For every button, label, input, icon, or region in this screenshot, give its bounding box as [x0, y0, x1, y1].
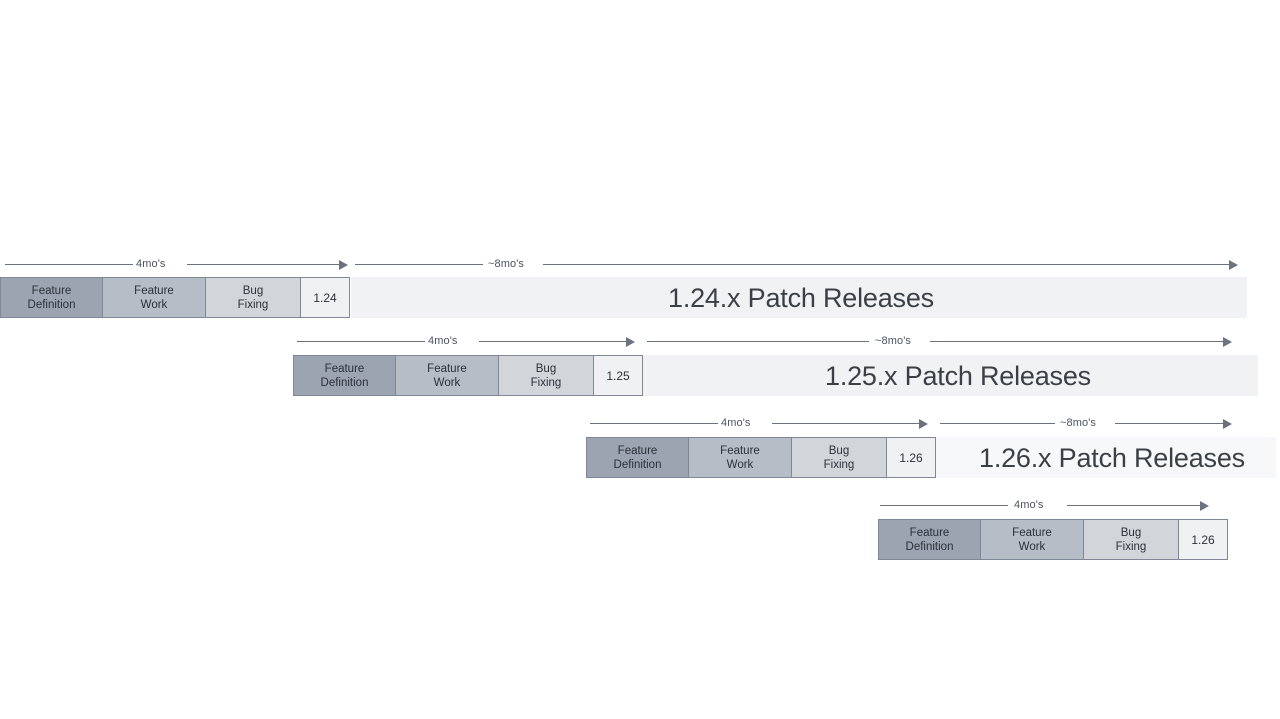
phase-release-version[interactable]: 1.25	[593, 355, 643, 396]
patch-duration-label: ~8mo's	[875, 335, 912, 347]
phase-feature-definition[interactable]: Feature Definition	[293, 355, 396, 396]
patch-release-label-1-24: 1.24.x Patch Releases	[668, 283, 934, 313]
arrow-line-right	[187, 264, 341, 265]
arrow-line-right	[543, 264, 1231, 265]
dev-duration-arrow-1-25: 4mo's	[297, 332, 642, 352]
phase-bug-fixing[interactable]: Bug Fixing	[791, 437, 887, 478]
patch-duration-label: ~8mo's	[1060, 417, 1097, 429]
patch-duration-label: ~8mo's	[488, 258, 525, 270]
arrow-line-left	[880, 505, 1008, 506]
arrow-line-left	[297, 341, 425, 342]
phase-bug-fixing[interactable]: Bug Fixing	[205, 277, 301, 318]
phase-feature-work[interactable]: Feature Work	[980, 519, 1084, 560]
phase-boxes-1-26: Feature Definition Feature Work Bug Fixi…	[586, 437, 936, 478]
patch-duration-arrow-1-24: ~8mo's	[355, 255, 1240, 275]
phase-release-version[interactable]: 1.24	[300, 277, 350, 318]
phase-feature-work[interactable]: Feature Work	[102, 277, 206, 318]
phase-release-version[interactable]: 1.26	[1178, 519, 1228, 560]
dev-duration-arrow-1-26-next: 4mo's	[880, 496, 1212, 516]
arrow-line-left	[355, 264, 483, 265]
arrow-line-left	[590, 423, 718, 424]
patch-duration-arrow-1-26: ~8mo's	[940, 414, 1242, 434]
arrowhead-icon	[1223, 418, 1232, 429]
patch-release-label-1-25: 1.25.x Patch Releases	[825, 361, 1091, 391]
phase-feature-definition[interactable]: Feature Definition	[586, 437, 689, 478]
phase-release-version[interactable]: 1.26	[886, 437, 936, 478]
arrowhead-icon	[339, 259, 348, 270]
dev-duration-label: 4mo's	[721, 417, 751, 429]
arrowhead-icon	[626, 336, 635, 347]
phase-bug-fixing[interactable]: Bug Fixing	[498, 355, 594, 396]
dev-duration-arrow-1-24: 4mo's	[5, 255, 350, 275]
arrow-line-left	[647, 341, 869, 342]
patch-duration-arrow-1-25: ~8mo's	[647, 332, 1242, 352]
phase-feature-work[interactable]: Feature Work	[395, 355, 499, 396]
patch-release-band-1-25	[643, 355, 1258, 396]
phase-feature-definition[interactable]: Feature Definition	[0, 277, 103, 318]
arrowhead-icon	[919, 418, 928, 429]
arrow-line-right	[1115, 423, 1225, 424]
arrow-line-right	[772, 423, 921, 424]
arrowhead-icon	[1229, 259, 1238, 270]
arrow-line-left	[940, 423, 1055, 424]
arrowhead-icon	[1200, 500, 1209, 511]
phase-boxes-1-24: Feature Definition Feature Work Bug Fixi…	[0, 277, 350, 318]
dev-duration-arrow-1-26: 4mo's	[590, 414, 935, 434]
arrow-line-right	[930, 341, 1225, 342]
patch-release-band-1-26	[936, 437, 1276, 478]
phase-boxes-1-25: Feature Definition Feature Work Bug Fixi…	[293, 355, 643, 396]
arrow-line-right	[479, 341, 628, 342]
dev-duration-label: 4mo's	[1014, 499, 1044, 511]
arrow-line-left	[5, 264, 133, 265]
patch-release-band-1-24	[351, 277, 1247, 318]
phase-feature-definition[interactable]: Feature Definition	[878, 519, 981, 560]
patch-release-label-1-26: 1.26.x Patch Releases	[979, 443, 1245, 473]
dev-duration-label: 4mo's	[428, 335, 458, 347]
phase-boxes-1-26-next: Feature Definition Feature Work Bug Fixi…	[878, 519, 1228, 560]
arrowhead-icon	[1223, 336, 1232, 347]
dev-duration-label: 4mo's	[136, 258, 166, 270]
phase-feature-work[interactable]: Feature Work	[688, 437, 792, 478]
phase-bug-fixing[interactable]: Bug Fixing	[1083, 519, 1179, 560]
arrow-line-right	[1067, 505, 1202, 506]
